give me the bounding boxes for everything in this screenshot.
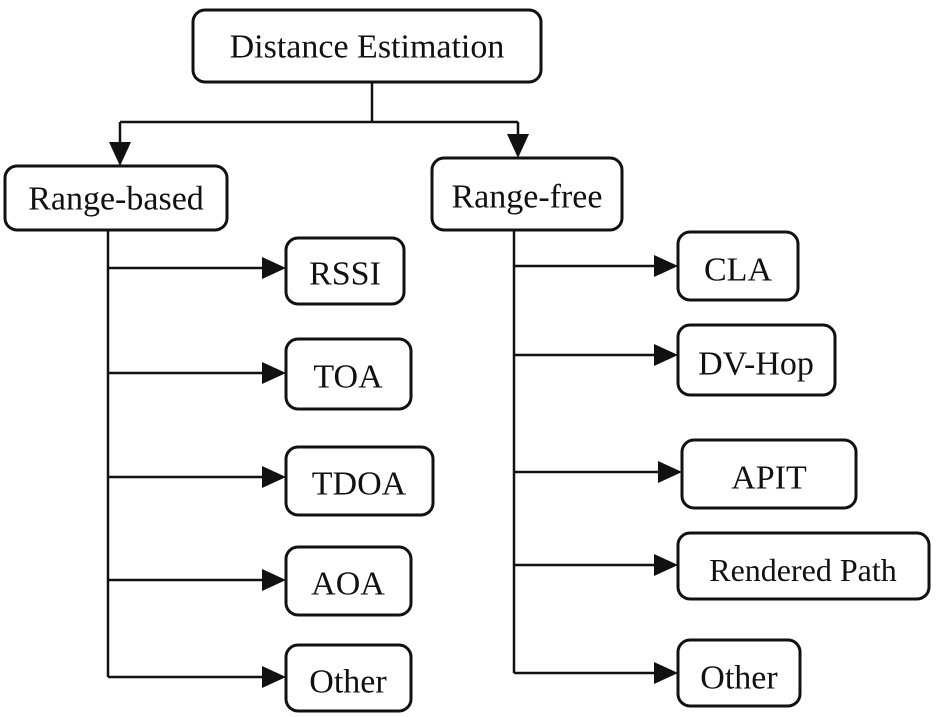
leaf-node-label: TDOA: [312, 466, 407, 503]
leaf-node-label: TOA: [313, 359, 383, 396]
arrowhead: [658, 461, 682, 483]
branch-range-free-label: Range-free: [451, 179, 602, 216]
leaf-node-box: [284, 236, 406, 306]
arrowhead: [262, 362, 286, 384]
leaf-node-label: RSSI: [309, 256, 381, 293]
leaf-node-label: Other: [700, 660, 778, 697]
leaf-node-box: [680, 438, 858, 510]
arrowhead: [507, 134, 529, 158]
leaf-node-label: DV-Hop: [698, 346, 814, 383]
leaf-node-box: [284, 545, 413, 617]
leaf-node-label: Rendered Path: [709, 552, 897, 588]
root-node-label: Distance Estimation: [230, 29, 505, 66]
leaf-node-box: [284, 643, 413, 713]
arrowhead: [654, 255, 678, 277]
branch-range-based-label: Range-based: [28, 181, 204, 218]
arrowhead: [654, 554, 678, 576]
arrowhead: [654, 662, 678, 684]
leaf-node-label: CLA: [704, 252, 772, 289]
leaf-node-box: [284, 337, 413, 411]
leaf-node-label: APIT: [731, 460, 807, 497]
leaf-node-box: [284, 445, 435, 517]
branch-range-based-box: [3, 164, 229, 232]
branch-range-free: Range-free CLA DV-Hop APIT Rendered Path…: [430, 156, 931, 708]
arrowhead: [262, 257, 286, 279]
branch-range-based: Range-based RSSI TOA TDOA AOA Other: [3, 164, 435, 713]
root-node-box: [191, 8, 543, 84]
branch-range-free-box: [430, 156, 624, 232]
leaf-node-label: Other: [309, 664, 387, 701]
leaf-node-label: AOA: [311, 566, 385, 603]
leaf-node-box: [676, 531, 931, 601]
root-connector: [109, 82, 529, 166]
arrowhead: [654, 344, 678, 366]
arrowhead: [262, 466, 286, 488]
leaf-node-box: [676, 230, 800, 302]
root-node: Distance Estimation: [191, 8, 543, 84]
arrowhead: [262, 569, 286, 591]
leaf-node-box: [676, 638, 802, 708]
arrowhead: [262, 666, 286, 688]
arrowhead: [109, 142, 131, 166]
leaf-node-box: [676, 323, 837, 397]
